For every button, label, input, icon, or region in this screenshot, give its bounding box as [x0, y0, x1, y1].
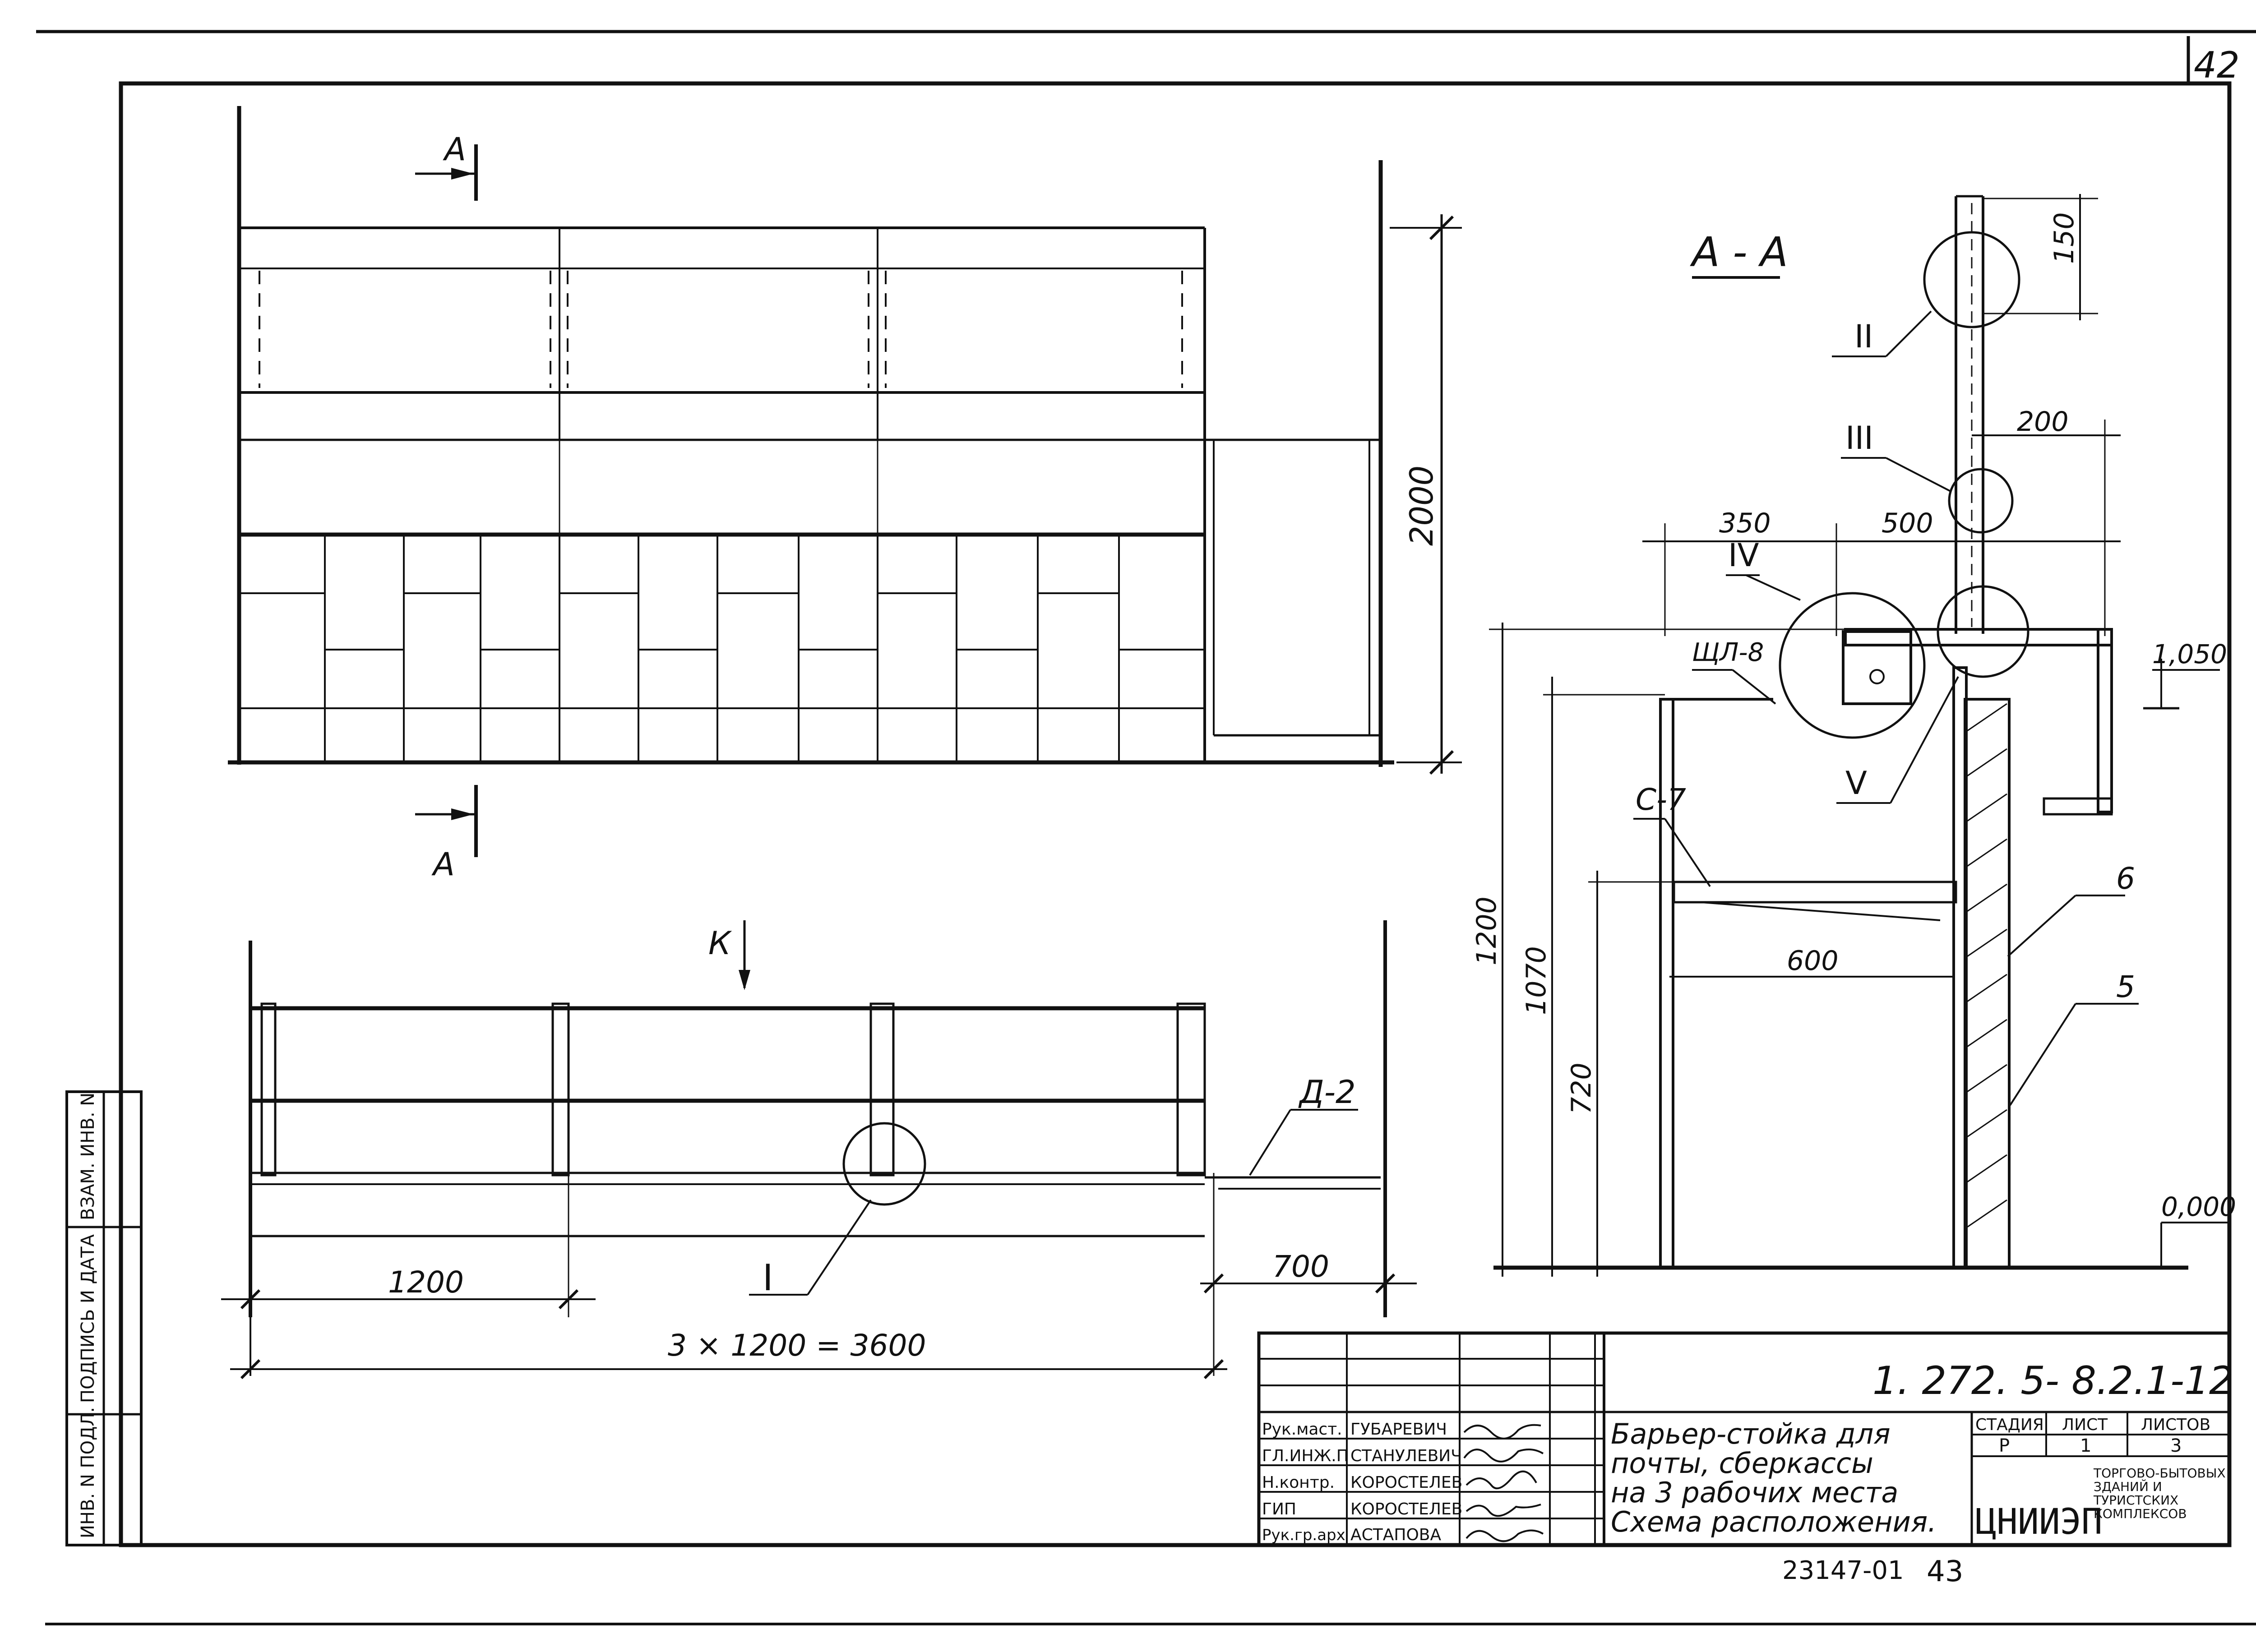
detail-label-ii: II: [1854, 318, 1873, 355]
side-stamp-vzam: ВЗАМ. ИНВ. N: [78, 1093, 98, 1220]
org-line-2: ЗДАНИЙ И: [2094, 1479, 2162, 1494]
page-number: 42: [2194, 44, 2240, 86]
detail-label-i: I: [763, 1257, 773, 1299]
dim-sec-1070: 1070: [1521, 946, 1552, 1015]
sheets-header: ЛИСТОВ: [2141, 1416, 2210, 1434]
view-arrow-k: К: [708, 925, 732, 962]
dim-sec-1200: 1200: [1471, 896, 1502, 965]
plan-view: К I Д-2 1200 700 3 × 1200 = 3600: [221, 920, 1417, 1380]
detail-label-iii: III: [1845, 420, 1873, 457]
stage-value: Р: [1999, 1435, 2010, 1456]
level-mark-top: 1,050: [2152, 639, 2227, 669]
org-line-3: ТУРИСТСКИХ: [2093, 1493, 2178, 1508]
section-title: А - А: [1690, 229, 1788, 276]
org-line-4: КОМПЛЕКСОВ: [2094, 1506, 2187, 1521]
person-name-4: КОРОСТЕЛЕВ: [1350, 1500, 1462, 1518]
doc-code: 1. 272. 5- 8.2.1-12: [1872, 1358, 2234, 1403]
section-mark-a-top: А: [443, 131, 466, 168]
dim-sec-200: 200: [2017, 406, 2069, 438]
detail-circle-iv: [1779, 592, 1926, 739]
detail-circle-i: [842, 1122, 926, 1206]
side-stamp-podpis: ПОДПИСЬ И ДАТА: [78, 1234, 98, 1403]
dim-plan-1200: 1200: [388, 1265, 464, 1300]
part-label-c7: С-7: [1636, 782, 1686, 817]
org-logo: ЦНИИЭП: [1975, 1502, 2103, 1542]
level-mark-zero: 0,000: [2161, 1191, 2236, 1222]
org-line-1: ТОРГОВО-БЫТОВЫХ: [2093, 1466, 2226, 1481]
sheet-header: ЛИСТ: [2062, 1416, 2108, 1434]
detail-circle-iii: [1948, 468, 2014, 534]
detail-circle-v: [1937, 585, 2029, 678]
dim-sec-720: 720: [1566, 1062, 1597, 1114]
person-name-3: КОРОСТЕЛЕВ: [1350, 1473, 1462, 1492]
person-role-4: ГИП: [1262, 1500, 1296, 1518]
sheets-value: 3: [2170, 1435, 2182, 1456]
person-role-5: Рук.гр.арх: [1262, 1526, 1345, 1544]
side-stamp: ИНВ. N ПОДЛ. ПОДПИСЬ И ДАТА ВЗАМ. ИНВ. N: [65, 1090, 143, 1546]
stage-header: СТАДИЯ: [1975, 1416, 2044, 1434]
person-role-1: Рук.маст.: [1262, 1420, 1342, 1439]
person-role-2: ГЛ.ИНЖ.П: [1262, 1447, 1349, 1465]
person-name-1: ГУБАРЕВИЧ: [1350, 1420, 1447, 1439]
detail-label-iv: IV: [1728, 537, 1759, 574]
person-role-3: Н.контр.: [1262, 1473, 1335, 1492]
bottom-code: 23147-01: [1782, 1556, 1904, 1585]
dim-sec-150: 150: [2048, 212, 2080, 264]
detail-circle-ii: [1923, 231, 2020, 328]
sheet-value: 1: [2080, 1435, 2091, 1456]
dim-plan-3600: 3 × 1200 = 3600: [668, 1328, 926, 1363]
dim-elev-2000: 2000: [1403, 466, 1440, 546]
detail-label-v: V: [1845, 765, 1867, 802]
part-label-5: 5: [2116, 969, 2135, 1004]
title-block: 1. 272. 5- 8.2.1-12 Рук.маст. ГУБАРЕВИЧ …: [1257, 1331, 2234, 1547]
title-line-2: почты, сберкассы: [1611, 1447, 1873, 1480]
dim-sec-500: 500: [1882, 508, 1933, 539]
section-a-a: А - А: [1471, 194, 2236, 1277]
callout-d2: Д-2: [1298, 1074, 1355, 1111]
dim-sec-350: 350: [1719, 508, 1771, 539]
title-line-3: на 3 рабочих места: [1611, 1476, 1898, 1509]
title-line-4: Схема расположения.: [1611, 1505, 1937, 1538]
person-name-2: СТАНУЛЕВИЧ: [1350, 1447, 1462, 1465]
title-line-1: Барьер-стойка для: [1611, 1417, 1891, 1450]
person-name-5: АСТАПОВА: [1350, 1526, 1441, 1544]
dim-plan-700: 700: [1272, 1249, 1329, 1284]
side-stamp-inv: ИНВ. N ПОДЛ.: [78, 1407, 98, 1538]
dim-sec-600: 600: [1787, 945, 1839, 977]
section-mark-a-bottom: А: [431, 846, 455, 883]
elevation-view: А А 2000: [228, 106, 1462, 883]
drawing-frame: [119, 81, 2232, 1547]
signature-scribbles: [1463, 1424, 1544, 1542]
part-label-6: 6: [2116, 861, 2135, 896]
bottom-page: 43: [1927, 1555, 1963, 1588]
part-label-shl8: ЩЛ-8: [1692, 638, 1764, 667]
